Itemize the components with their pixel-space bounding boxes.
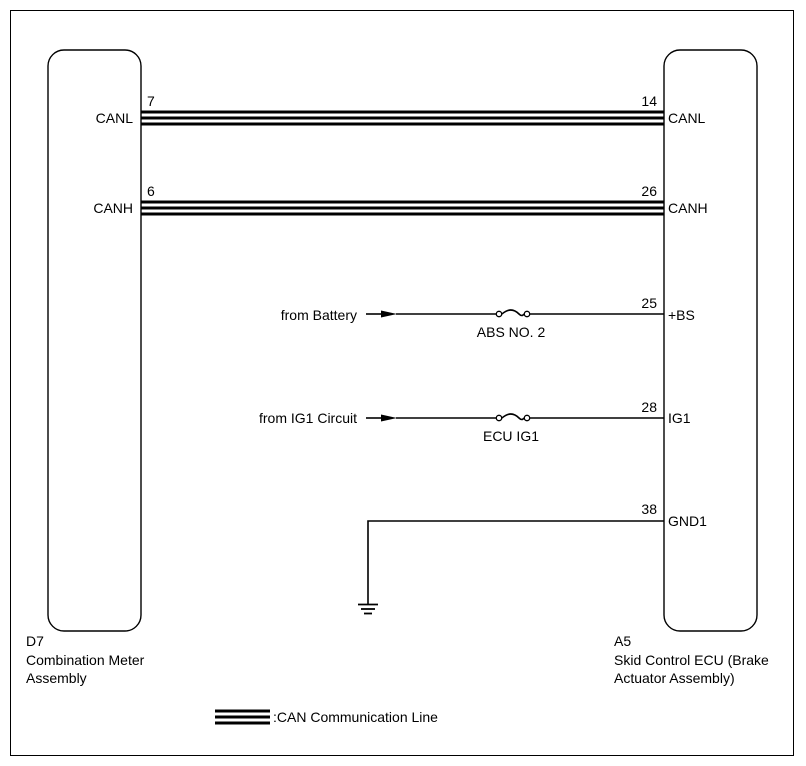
left-unit-code: D7 <box>26 633 44 649</box>
fuse-ecu-label: ECU IG1 <box>483 428 539 444</box>
ground-icon <box>358 603 378 615</box>
right-pin-canh-label: CANH <box>668 200 708 216</box>
right-pin-canl-number: 14 <box>641 93 657 109</box>
left-pin-canh-number: 6 <box>147 183 155 199</box>
ig1-wire <box>366 413 664 422</box>
ground-wire <box>367 520 664 604</box>
left-pin-canl-number: 7 <box>147 93 155 109</box>
right-unit-code: A5 <box>614 633 631 649</box>
can-line-legend-label: :CAN Communication Line <box>273 709 438 725</box>
right-pin-gnd1-label: GND1 <box>668 513 707 529</box>
canh-bus-line <box>141 200 664 216</box>
fuse-abs-label: ABS NO. 2 <box>477 324 546 340</box>
left-pin-canh-label: CANH <box>93 200 133 216</box>
right-pin-bs-label: +BS <box>668 307 695 323</box>
right-pin-ig1-number: 28 <box>641 399 657 415</box>
right-pin-ig1-label: IG1 <box>668 410 691 426</box>
left-unit-name-line1: Combination Meter <box>26 652 145 668</box>
right-unit-name-line1: Skid Control ECU (Brake <box>614 652 769 668</box>
arrow-right-icon <box>381 310 397 318</box>
combination-meter-box <box>47 49 142 632</box>
skid-control-ecu-box <box>663 49 758 632</box>
left-unit-name-line2: Assembly <box>26 670 87 686</box>
battery-wire <box>366 309 664 318</box>
right-pin-gnd1-number: 38 <box>641 501 657 517</box>
can-line-legend-symbol <box>215 709 270 725</box>
right-pin-bs-number: 25 <box>641 295 657 311</box>
left-pin-canl-label: CANL <box>96 110 134 126</box>
arrow-right-icon <box>381 414 397 422</box>
right-unit-name-line2: Actuator Assembly) <box>614 670 735 686</box>
right-pin-canh-number: 26 <box>641 183 657 199</box>
diagram-frame <box>10 10 794 756</box>
canl-bus-line <box>141 110 664 126</box>
battery-source-label: from Battery <box>281 307 357 323</box>
ig1-source-label: from IG1 Circuit <box>259 410 357 426</box>
right-pin-canl-label: CANL <box>668 110 706 126</box>
